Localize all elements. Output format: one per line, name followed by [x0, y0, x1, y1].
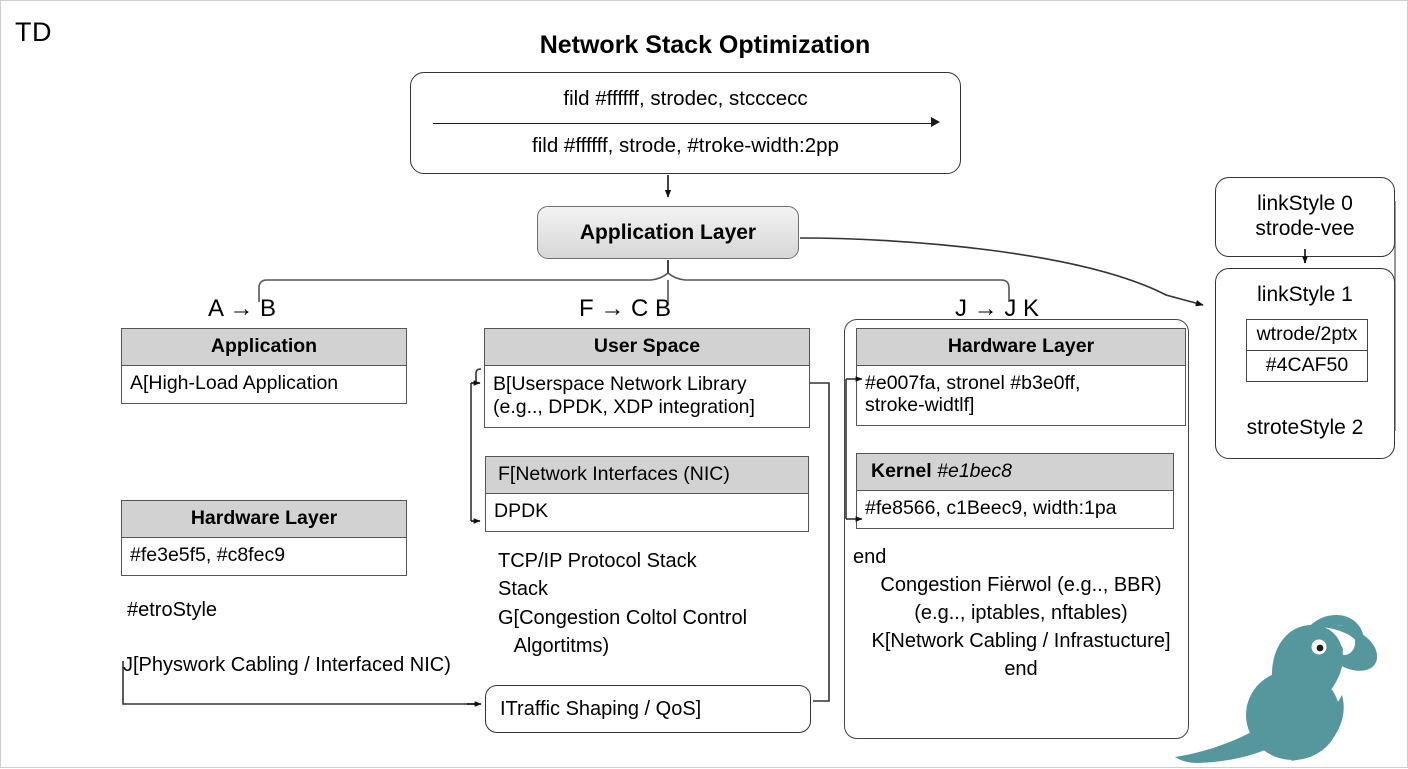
hardware-layer-body: #e007fa, stronel #b3e0ff, stroke-widtlf] [857, 366, 1185, 425]
node-user-space-box[interactable]: User Space B[Userspace Network Library (… [484, 328, 810, 428]
peacock-bird-logo-icon [1175, 615, 1378, 763]
middle-free-text-block: TCP/IP Protocol Stack Stack G[Congestion… [498, 547, 798, 661]
hardware-left-body: #fe3e5f5, #c8fec9 [130, 544, 286, 566]
edge-label-middle: F → C B [579, 295, 672, 322]
hardware-layer-body-line-1: #e007fa, stronel #b3e0ff, [865, 372, 1081, 394]
right-free-text-block: end Congestion Fiėrwol (e.g.., BBR) (e.g… [853, 543, 1189, 683]
style-note-line-1: fild #ffffff, strodec, stcccecc [563, 87, 808, 110]
node-hardware-left-box[interactable]: Hardware Layer #fe3e5f5, #c8fec9 [121, 500, 407, 576]
node-traffic-shaping-box[interactable]: ITraffic Shaping / QoS] [485, 685, 811, 733]
edge-label-left: A → B [208, 295, 277, 322]
node-network-interfaces-box[interactable]: F[Network Interfaces (NIC) DPDK [485, 456, 809, 532]
linkstyle-0-text: linkStyle 0 strode-vee [1255, 192, 1354, 242]
linkstyle-0-line-2: strode-vee [1255, 217, 1355, 240]
right-free-line-4: end [1004, 658, 1038, 680]
page-title: Network Stack Optimization [539, 31, 871, 59]
user-space-header: User Space [485, 329, 809, 366]
right-free-line-2: (e.g.., iptables, nftables) [914, 602, 1128, 624]
note-physwork-cabling: J[Physwork Cabling / Interfaced NIC) [123, 654, 451, 676]
node-application-layer[interactable]: Application Layer [537, 206, 799, 259]
linkstyle-1-footer: stroteStyle 2 [1246, 416, 1364, 439]
style-note-arrow-icon [931, 117, 940, 127]
node-hardware-layer-box[interactable]: Hardware Layer #e007fa, stronel #b3e0ff,… [856, 328, 1186, 426]
linkstyle-1-mini-row-2: #4CAF50 [1265, 354, 1349, 376]
note-etrostyle: #etroStyle [127, 599, 218, 621]
middle-free-line-1: Stack [498, 578, 549, 601]
application-box-body: A[High-Load Application [130, 372, 339, 394]
node-linkstyle-1-box[interactable]: linkStyle 1 wtrode/2ptx #4CAF50 stroteSt… [1215, 268, 1395, 459]
user-space-body-line-2: (e.g.., DPDK, XDP integration] [493, 396, 755, 418]
network-interfaces-header: F[Network Interfaces (NIC) [486, 457, 808, 494]
user-space-body: B[Userspace Network Library (e.g.., DPDK… [485, 366, 809, 427]
linkstyle-1-title: linkStyle 1 [1257, 283, 1353, 306]
kernel-header-label: Kernel [871, 460, 932, 482]
right-free-line-0: end [853, 546, 887, 568]
style-note-line-2: fild #ffffff, strode, #troke-width:2pp [532, 134, 839, 157]
node-linkstyle-0-box[interactable]: linkStyle 0 strode-vee [1215, 177, 1395, 257]
kernel-header-style-hex: #e1bec8 [937, 460, 1012, 482]
kernel-header: Kernel #e1bec8 [857, 454, 1173, 491]
application-box-header: Application [122, 329, 406, 366]
style-note-box: fild #ffffff, strodec, stcccecc fild #ff… [410, 72, 961, 174]
right-free-line-1: Congestion Fiėrwol (e.g.., BBR) [880, 574, 1162, 596]
style-note-divider-line [433, 123, 933, 124]
hardware-layer-body-line-2: stroke-widtlf] [865, 393, 975, 416]
hardware-left-header: Hardware Layer [122, 501, 406, 538]
direction-label: TD [15, 17, 52, 47]
linkstyle-0-line-1: linkStyle 0 [1257, 192, 1353, 216]
middle-free-line-3: Algortitms) [498, 635, 610, 658]
linkstyle-1-mini-table: wtrode/2ptx #4CAF50 [1246, 319, 1368, 382]
hardware-layer-header: Hardware Layer [857, 329, 1185, 366]
middle-free-line-0: TCP/IP Protocol Stack [498, 550, 697, 572]
kernel-body: #fe8566, c1Beec9, width:1pa [865, 497, 1117, 519]
right-free-line-3: K[Network Cabling / Infrastucture] [871, 630, 1171, 652]
linkstyle-1-mini-row-1: wtrode/2ptx [1247, 320, 1367, 351]
node-application-box[interactable]: Application A[High-Load Application [121, 328, 407, 404]
network-interfaces-body: DPDK [494, 500, 549, 522]
hardware-layer-group-wrapper [844, 319, 1189, 739]
user-space-body-line-1: B[Userspace Network Library [493, 373, 747, 395]
node-kernel-box[interactable]: Kernel #e1bec8 #fe8566, c1Beec9, width:1… [856, 453, 1174, 529]
middle-free-line-2: G[Congestion Coltol Control [498, 606, 748, 629]
